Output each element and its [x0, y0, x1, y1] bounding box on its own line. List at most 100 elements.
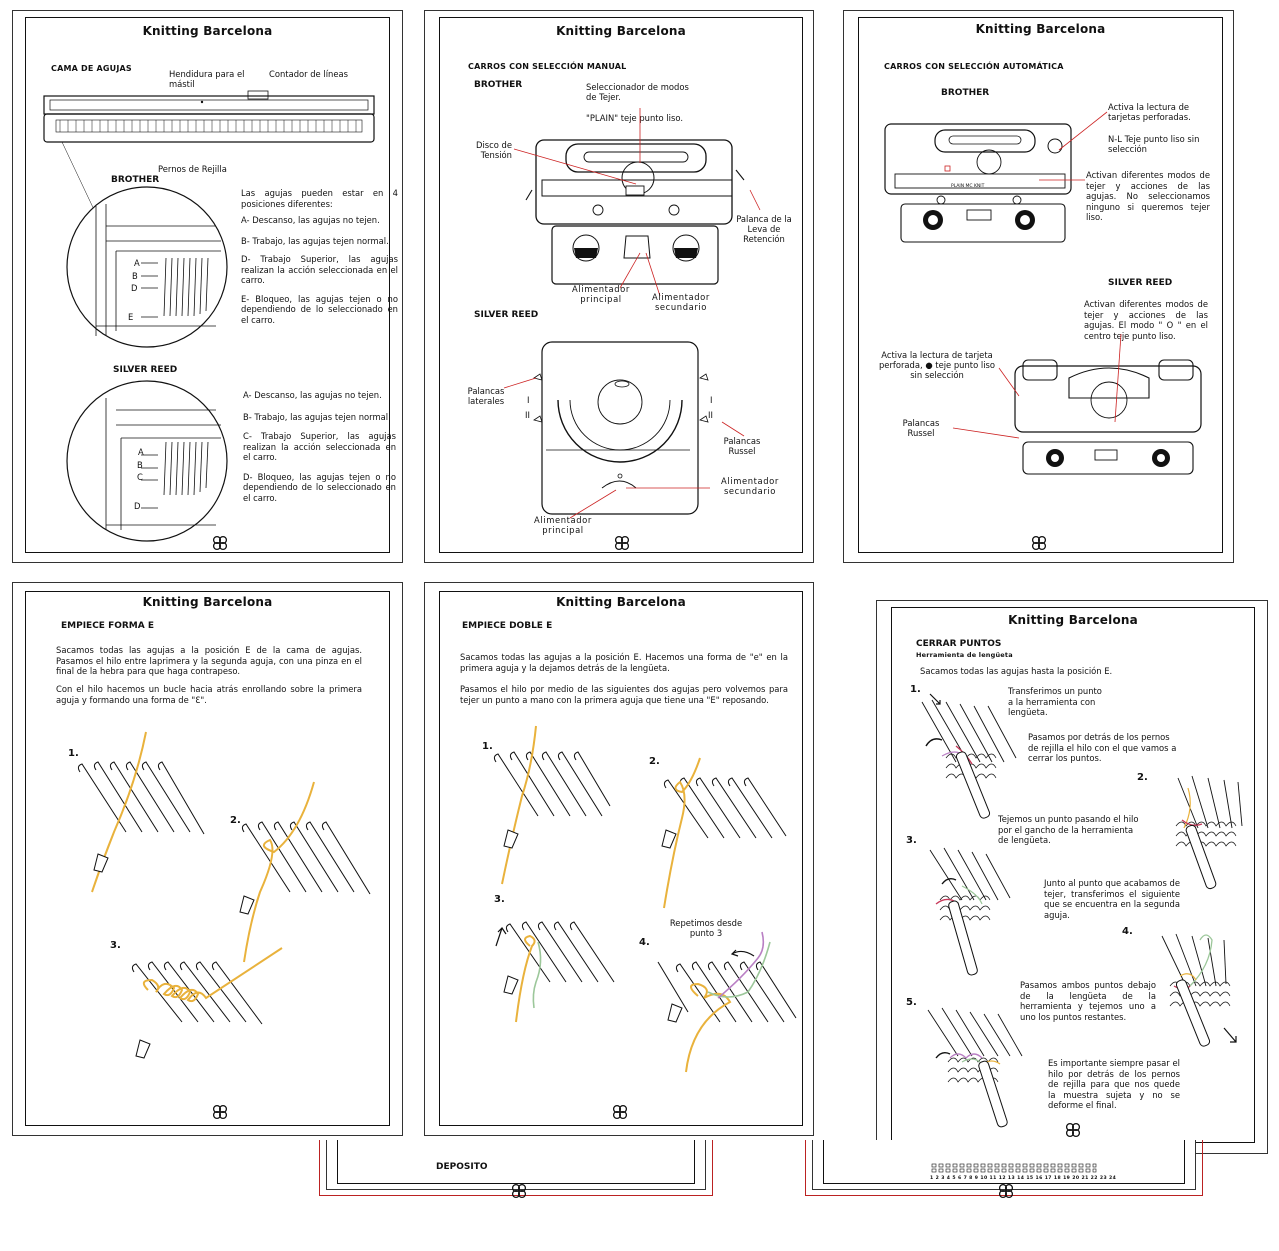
pointer-lines-brother	[513, 108, 761, 297]
label-alimentador-principal: Alimentador principal	[572, 284, 630, 304]
label-palancas-laterales: Palancas laterales	[467, 386, 505, 406]
brother-manual-carriage-illustration	[525, 139, 745, 285]
step-4-number: 4.	[639, 937, 650, 948]
step-1-number: 1.	[910, 684, 921, 695]
pointer-lines-silver-auto	[952, 333, 1122, 439]
step-1-needles-illustration	[77, 731, 205, 893]
page-frame: Knitting Barcelona CAMA DE AGUJAS Hendid…	[25, 17, 398, 553]
label-palancas-russel-sr: Palancas Russel	[902, 418, 940, 438]
step-2-number: 2.	[230, 815, 241, 826]
step-1-number: 1.	[68, 748, 79, 759]
knitting-barcelona-logo-icon	[612, 1104, 628, 1120]
step-2-needles-illustration	[239, 781, 371, 963]
brand-title: Knitting Barcelona	[142, 24, 273, 38]
silver-heading: SILVER REED	[474, 310, 539, 320]
step-3-needles-illustration	[131, 947, 283, 1059]
pointer-lines-silver	[503, 377, 745, 519]
needle-position-silver-illustration	[66, 380, 228, 542]
page-punch-card-frame	[805, 1140, 1203, 1196]
svg-text:PLAIN MC KNIT: PLAIN MC KNIT	[951, 183, 985, 189]
knitting-barcelona-logo-icon	[998, 1183, 1014, 1199]
page-frame: Knitting Barcelona EMPIECE FORMA E Sacam…	[25, 591, 390, 1126]
knitting-barcelona-logo-icon	[1065, 1122, 1081, 1138]
label-alimentador-secundario-sr: Alimentador secundario	[721, 476, 779, 496]
knitting-barcelona-logo-icon	[511, 1183, 527, 1199]
label-plain: "PLAIN" teje punto liso.	[586, 113, 683, 123]
label-hendidura: Hendidura para el mástil	[169, 69, 245, 89]
punch-card-grid	[931, 1163, 1097, 1173]
page-frame: Knitting Barcelona CERRAR PUNTOS Herrami…	[891, 607, 1255, 1143]
page-carros-seleccion-automatica: Knitting Barcelona CARROS CON SELECCIÓN …	[843, 10, 1234, 563]
label-disco-tension: Disco de Tensión	[476, 140, 512, 160]
page-empiece-doble-e: Knitting Barcelona EMPIECE DOBLE E Sacam…	[424, 582, 814, 1136]
step-4-text: Pasamos ambos puntos debajo de la lengüe…	[1020, 980, 1156, 1022]
knitting-barcelona-logo-icon	[212, 535, 228, 551]
needle-bed-illustration	[43, 90, 375, 291]
page-punch-card: 1 2 3 4 5 6 7 8 9 10 11 12 13 14 15 16 1…	[812, 1140, 1196, 1199]
page-deposito-frame	[319, 1140, 713, 1196]
brother-auto-carriage-illustration: PLAIN MC KNIT	[884, 123, 1072, 243]
pointer-lines-brother-auto	[1039, 111, 1108, 181]
step-4-number: 4.	[1122, 926, 1133, 937]
section-heading: CERRAR PUNTOS	[916, 639, 1002, 649]
page-carros-seleccion-manual: Knitting Barcelona CARROS CON SELECCIÓN …	[424, 10, 814, 563]
label-activan-modos: Activan diferentes modos de tejer y acci…	[1086, 170, 1210, 222]
section-heading: EMPIECE FORMA E	[61, 621, 155, 631]
brother-description: Las agujas pueden estar en 4 posiciones …	[241, 188, 398, 325]
page-frame: Knitting Barcelona CARROS CON SELECCIÓN …	[439, 17, 803, 553]
punch-card-column-numbers: 1 2 3 4 5 6 7 8 9 10 11 12 13 14 15 16 1…	[930, 1176, 1117, 1181]
page-frame: DEPOSITO	[337, 1140, 695, 1199]
silver-manual-carriage-illustration	[533, 341, 709, 515]
roman-two-left: II	[525, 410, 530, 420]
pos-silver-a: A	[138, 447, 144, 457]
section-heading: CAMA DE AGUJAS	[51, 64, 132, 73]
roman-one-left: I	[527, 395, 530, 405]
section-heading: EMPIECE DOBLE E	[462, 621, 553, 631]
roman-two-right: II	[708, 410, 713, 420]
step-5-text: Es importante siempre pasar el hilo por …	[1048, 1058, 1180, 1110]
intro-paragraph: Sacamos todas las agujas a la posición E…	[460, 652, 788, 673]
silver-auto-carriage-illustration	[1014, 359, 1202, 475]
intro-paragraph: Sacamos todas las agujas a la posición E…	[56, 645, 362, 676]
step-3-number: 3.	[110, 940, 121, 951]
label-activa-lectura-sr: Activa la lectura de tarjeta perforada, …	[878, 350, 996, 380]
label-alimentador-principal-sr: Alimentador principal	[534, 515, 592, 535]
brand-title: Knitting Barcelona	[556, 24, 686, 38]
silver-heading: SILVER REED	[113, 365, 178, 375]
label-activa-lectura: Activa la lectura de tarjetas perforadas…	[1108, 102, 1191, 122]
knitting-barcelona-logo-icon	[1031, 535, 1047, 551]
brand-title: Knitting Barcelona	[556, 595, 686, 609]
step-1-number: 1.	[482, 741, 493, 752]
knitting-barcelona-logo-icon	[212, 1104, 228, 1120]
pos-brother-b: B	[132, 271, 138, 281]
intro-line: Sacamos todas las agujas hasta la posici…	[920, 666, 1113, 676]
brother-heading: BROTHER	[474, 80, 523, 90]
step-1b-text: Pasamos por detrás de los pernos de reji…	[1028, 732, 1177, 763]
label-pernos: Pernos de Rejilla	[158, 164, 227, 174]
step-1-tool-illustration	[921, 693, 1017, 819]
brother-heading: BROTHER	[941, 88, 990, 98]
repetimos-note: Repetimos desde punto 3	[669, 918, 743, 938]
step-5-number: 5.	[906, 997, 917, 1008]
label-palanca-leva: Palanca de la Leva de Retención	[736, 214, 792, 244]
section-subheading: Herramienta de lengüeta	[916, 651, 1013, 659]
label-contador: Contador de líneas	[269, 69, 348, 79]
pos-brother-e: E	[128, 312, 134, 322]
brand-title: Knitting Barcelona	[975, 22, 1106, 36]
needle-position-brother-illustration	[66, 186, 228, 348]
step-5-tool-illustration	[927, 1007, 1023, 1128]
page-cama-de-agujas: Knitting Barcelona CAMA DE AGUJAS Hendid…	[12, 10, 403, 563]
step-3-text: Junto al punto que acabamos de tejer, tr…	[1044, 878, 1180, 920]
step-2-number: 2.	[649, 756, 660, 767]
step-2-needles-illustration	[661, 757, 787, 909]
step-4-tool-illustration	[1161, 933, 1237, 1047]
label-activan-modos-sr: Activan diferentes modos de tejer y acci…	[1084, 299, 1208, 341]
knitting-barcelona-logo-icon	[614, 535, 630, 551]
silver-description: A- Descanso, las agujas no tejen. B- Tra…	[243, 390, 396, 503]
second-paragraph: Pasamos el hilo por medio de las siguien…	[460, 684, 788, 705]
page-deposito: DEPOSITO	[326, 1140, 706, 1199]
section-heading: CARROS CON SELECCIÓN AUTOMÁTICA	[884, 62, 1064, 71]
step-3-tool-illustration	[929, 847, 1011, 976]
brother-heading: BROTHER	[111, 175, 160, 185]
pos-brother-d: D	[131, 283, 138, 293]
